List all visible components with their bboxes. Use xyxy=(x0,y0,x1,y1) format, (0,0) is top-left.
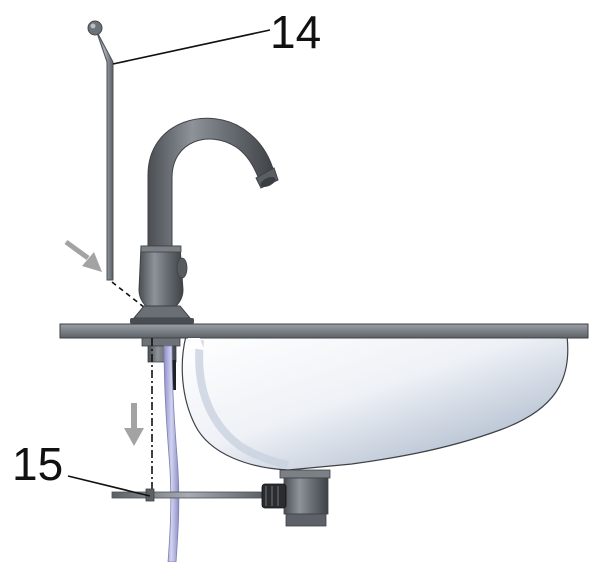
callout-15-label: 15 xyxy=(12,438,63,490)
drain-assembly xyxy=(261,469,331,527)
pivot-nut xyxy=(261,483,287,509)
pivot-rod xyxy=(111,488,265,502)
faucet-shank xyxy=(141,337,181,390)
basin xyxy=(181,335,569,471)
callout-15-leader xyxy=(67,475,151,497)
rod-guide-line xyxy=(111,281,146,309)
callout-14-leader xyxy=(112,29,271,65)
callout-14-label: 14 xyxy=(270,6,321,58)
diagonal-arrow-icon xyxy=(64,239,102,272)
countertop xyxy=(59,323,589,350)
lift-rod-knob xyxy=(87,20,103,36)
down-arrow-icon xyxy=(124,403,144,446)
lift-rod xyxy=(87,20,114,281)
faucet xyxy=(130,117,279,324)
supply-hose xyxy=(163,345,180,562)
